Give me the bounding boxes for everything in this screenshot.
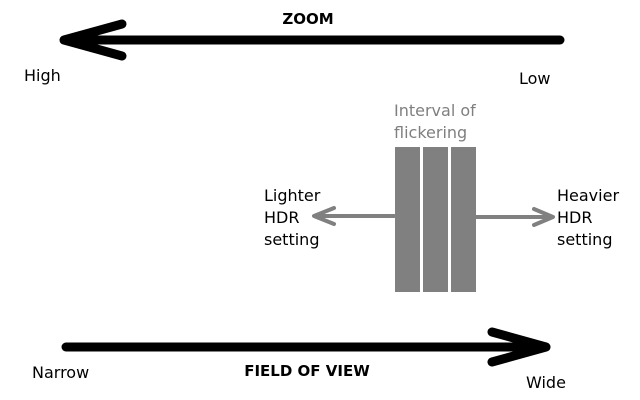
interval-label-line1: Interval of <box>394 101 476 120</box>
flicker-bar-2 <box>423 147 448 292</box>
fov-arrow-head <box>487 327 551 367</box>
lighter-hdr-line2: HDR <box>264 208 299 227</box>
heavier-hdr-line1: Heavier <box>557 186 619 205</box>
fov-title: FIELD OF VIEW <box>244 362 370 380</box>
heavier-hdr-arrow <box>474 207 555 227</box>
flicker-bar-3 <box>451 147 476 292</box>
zoom-title: ZOOM <box>282 10 333 28</box>
lighter-hdr-line3: setting <box>264 230 319 249</box>
flicker-bars <box>395 147 476 292</box>
heavier-hdr-line3: setting <box>557 230 612 249</box>
heavier-hdr-line2: HDR <box>557 208 592 227</box>
flicker-bar-1 <box>395 147 420 292</box>
fov-wide-label: Wide <box>526 373 566 392</box>
heavier-arrow-head <box>532 207 555 227</box>
fov-narrow-label: Narrow <box>32 363 89 382</box>
zoom-high-label: High <box>24 66 61 85</box>
lighter-arrow-head <box>312 206 336 226</box>
zoom-arrow-head <box>59 19 127 61</box>
interval-label-line2: flickering <box>394 123 467 142</box>
zoom-low-label: Low <box>519 69 551 88</box>
lighter-hdr-line1: Lighter <box>264 186 321 205</box>
zoom-arrow <box>59 19 565 61</box>
lighter-hdr-arrow <box>312 206 396 226</box>
fov-arrow <box>61 327 551 367</box>
